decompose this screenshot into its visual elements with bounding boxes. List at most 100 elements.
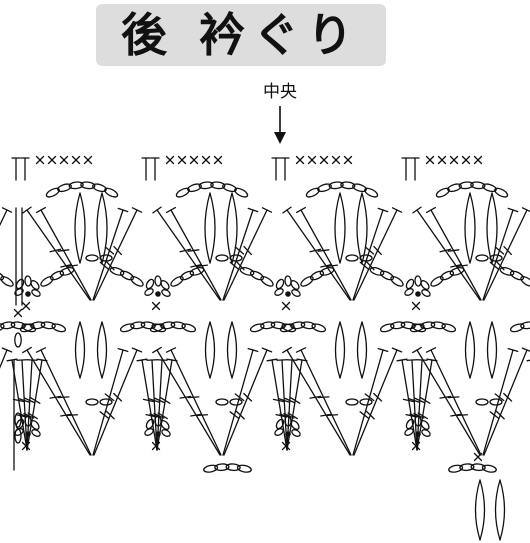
chain-oval-icon [430, 321, 446, 330]
stitch-top-bar [412, 206, 422, 214]
stitch-stem [286, 349, 351, 456]
stitch-stem [286, 359, 303, 451]
lower-fan [136, 358, 178, 451]
stitch-tick [495, 410, 505, 420]
x-mark-icon [201, 155, 211, 165]
long-chain-loop [96, 321, 108, 379]
stitch-tick [142, 398, 155, 403]
page-title: 後 衿ぐり [120, 8, 361, 62]
loop-left [494, 479, 501, 541]
title-badge: 後 衿ぐり [96, 4, 386, 66]
stitch-tick [18, 398, 31, 403]
x-mark-icon [437, 155, 447, 165]
stitch-stem [401, 359, 418, 451]
stitch-tick [496, 261, 505, 271]
stitch-tick [27, 412, 38, 420]
stitch-tick [364, 246, 375, 255]
loop-right [209, 192, 216, 264]
chain-oval-icon [379, 270, 395, 281]
stitch-stem [286, 359, 293, 451]
left-edge [13, 207, 23, 471]
tall-stitch-icon [35, 206, 92, 301]
stitch-stem [0, 209, 8, 227]
stitch-tick [24, 397, 36, 404]
stitch-stem [93, 209, 138, 301]
stitch-tick [503, 392, 513, 402]
chain-oval-icon [154, 275, 162, 287]
x-stroke [47, 155, 57, 165]
stitch-tick [49, 395, 62, 399]
tall-stitch-icon [92, 207, 129, 301]
chain-oval-icon [379, 323, 395, 333]
chain-oval-icon [14, 288, 24, 296]
stitch-stem [141, 359, 158, 451]
v-shell [152, 346, 273, 456]
long-chain-loop [464, 321, 476, 379]
stitch-tick [419, 397, 431, 404]
stitch-top-bar [152, 206, 162, 214]
stitch-tick [447, 249, 460, 252]
chain-oval-icon [30, 321, 46, 330]
chain-oval-icon [31, 429, 41, 437]
x-stroke [189, 155, 199, 165]
chain-oval-icon [40, 321, 56, 330]
loop-left [96, 192, 103, 264]
chain-arc [249, 321, 297, 333]
stitch-tick [113, 245, 122, 256]
stitch-top-bar [507, 207, 519, 213]
stitch-tick [113, 392, 123, 402]
tall-stitch-icon [295, 206, 352, 301]
tall-stitch-icon [353, 207, 403, 301]
x-mark-icon [343, 155, 353, 165]
stitch-top-bar [35, 347, 47, 353]
chain-arc [300, 267, 335, 287]
stitch-tick [364, 393, 375, 402]
chain-oval-icon [145, 278, 155, 290]
chain-oval-icon [40, 276, 54, 287]
x-stroke [319, 155, 329, 165]
chain-oval-icon [203, 464, 219, 473]
tall-stitch-icon [223, 347, 273, 456]
chain-oval-icon [345, 254, 359, 262]
loop-left [464, 321, 471, 379]
chain-oval-icon [475, 398, 489, 406]
loop-right [469, 321, 476, 379]
tall-stitch-icon [222, 207, 259, 301]
x-mark-icon [331, 155, 341, 165]
center-label: 中央 [263, 82, 297, 102]
x-mark-icon [425, 155, 435, 165]
tall-stitch-icon [152, 346, 221, 456]
chain-oval-icon [130, 321, 146, 330]
picot-dot [155, 291, 161, 297]
stitch-tick [243, 245, 252, 256]
tall-stitch-icon [425, 347, 482, 456]
chain-oval-icon [328, 181, 344, 190]
stitch-top-bar [22, 206, 32, 214]
chain-oval-icon [92, 183, 107, 193]
long-chain-loop [334, 192, 346, 264]
chain-oval-icon [470, 463, 486, 472]
stitch-tick [65, 414, 79, 417]
chain-oval-icon [99, 398, 113, 406]
stitch-stem [430, 209, 482, 301]
x-stroke [71, 155, 81, 165]
chain-oval-icon [489, 398, 503, 406]
long-chain-loop [74, 321, 86, 379]
chain-oval-icon [499, 267, 515, 276]
chain-oval-icon [160, 321, 176, 330]
chain-oval-icon [149, 323, 165, 333]
x-stroke [13, 308, 23, 318]
stitch-top-bar [247, 207, 259, 213]
stitch-tick [359, 411, 370, 420]
stitch-stem [151, 359, 158, 451]
chain-oval-icon [290, 280, 300, 290]
chain-oval-icon [119, 323, 135, 333]
long-chain-loop [96, 192, 108, 264]
x-stroke [59, 155, 69, 165]
x-mark-icon [47, 155, 57, 165]
chain-oval-icon [260, 321, 276, 330]
stitch-stem [0, 349, 8, 369]
chain-oval-icon [390, 276, 404, 287]
chain-oval-icon [409, 323, 425, 333]
tall-stitch-icon [483, 207, 530, 301]
